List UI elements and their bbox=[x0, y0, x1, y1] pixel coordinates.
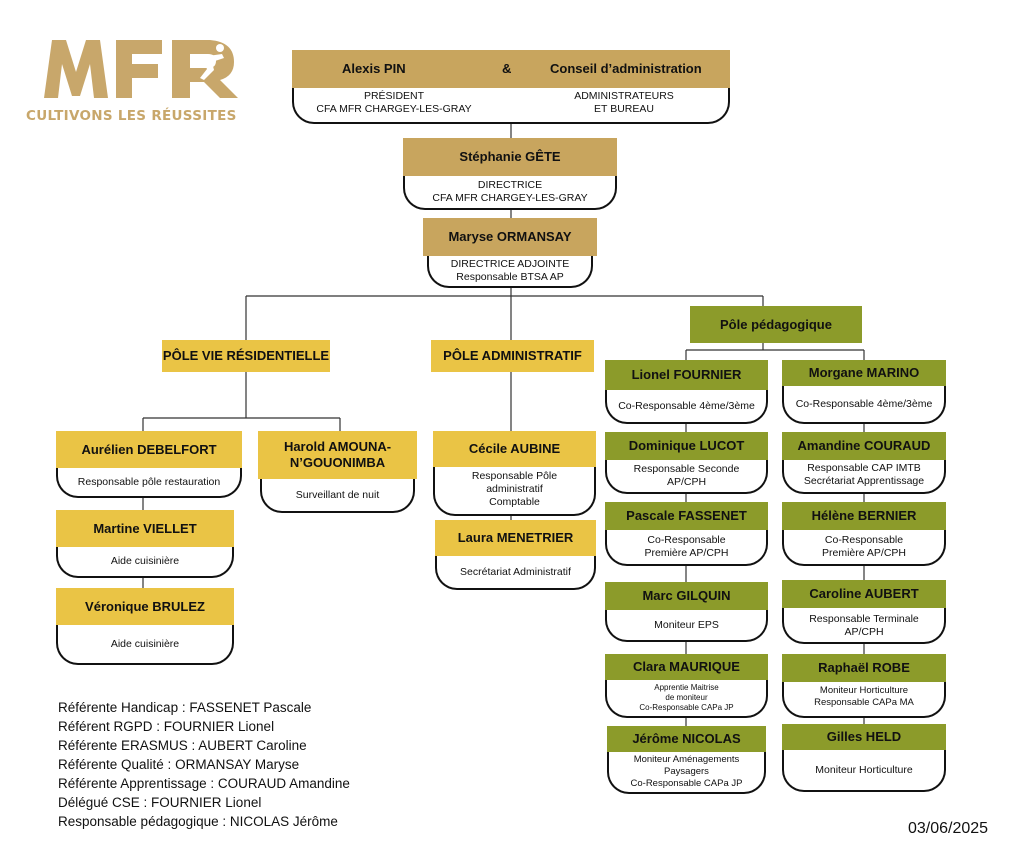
person-name: Morgane MARINO bbox=[782, 360, 946, 386]
referent-line: Référente Qualité : ORMANSAY Maryse bbox=[58, 757, 300, 772]
person-name: Gilles HELD bbox=[782, 724, 946, 750]
ampersand: & bbox=[502, 61, 512, 76]
person-name: Harold AMOUNA- N’GOUONIMBA bbox=[258, 431, 417, 479]
person-role: Secrétariat Administratif bbox=[435, 556, 596, 590]
person-role: Responsable Seconde AP/CPH bbox=[605, 460, 768, 494]
person-role: Moniteur Horticulture Responsable CAPa M… bbox=[782, 682, 946, 718]
pole-residential: PÔLE VIE RÉSIDENTIELLE bbox=[162, 340, 330, 372]
person-role: Co-Responsable Première AP/CPH bbox=[605, 530, 768, 566]
pole-admin: PÔLE ADMINISTRATIF bbox=[431, 340, 594, 372]
person-role: Responsable Terminale AP/CPH bbox=[782, 608, 946, 644]
president-role-line: PRÉSIDENT bbox=[363, 90, 425, 102]
person-role: Apprentie Maitrise de moniteur Co-Respon… bbox=[605, 680, 768, 718]
referent-line: Référente Apprentissage : COURAUD Amandi… bbox=[58, 776, 350, 791]
referent-line: Responsable pédagogique : NICOLAS Jérôme bbox=[58, 814, 338, 829]
person-role: Co-Responsable 4ème/3ème bbox=[605, 390, 768, 424]
person-name: Hélène BERNIER bbox=[782, 502, 946, 530]
director-header: Stéphanie GÊTE bbox=[403, 138, 617, 176]
person-role: Aide cuisinière bbox=[56, 547, 234, 578]
person-figure-icon bbox=[194, 44, 224, 80]
person-name: Cécile AUBINE bbox=[433, 431, 596, 467]
pole-pedagogique: Pôle pédagogique bbox=[690, 306, 862, 343]
director-org: CFA MFR CHARGEY-LES-GRAY bbox=[432, 192, 588, 204]
person-name: Martine VIELLET bbox=[56, 510, 234, 547]
person-role: Moniteur EPS bbox=[605, 610, 768, 642]
deputy-role: DIRECTRICE ADJOINTE bbox=[450, 258, 570, 270]
referent-line: Référente ERASMUS : AUBERT Caroline bbox=[58, 738, 307, 753]
president-org-line: CFA MFR CHARGEY-LES-GRAY bbox=[316, 103, 472, 115]
person-name: Jérôme NICOLAS bbox=[607, 726, 766, 752]
person-role: Aide cuisinière bbox=[56, 625, 234, 665]
board-sub-line: ET BUREAU bbox=[594, 103, 654, 115]
deputy-body: DIRECTRICE ADJOINTE Responsable BTSA AP bbox=[427, 256, 593, 288]
person-name: Laura MENETRIER bbox=[435, 520, 596, 556]
person-name: Lionel FOURNIER bbox=[605, 360, 768, 390]
referent-line: Référente Handicap : FASSENET Pascale bbox=[58, 700, 312, 715]
referent-line: Référent RGPD : FOURNIER Lionel bbox=[58, 719, 275, 734]
document-date: 03/06/2025 bbox=[908, 820, 989, 837]
president-name: Alexis PIN bbox=[342, 61, 406, 76]
person-name: Raphaël ROBE bbox=[782, 654, 946, 682]
mfr-logo bbox=[44, 40, 238, 98]
deputy-header: Maryse ORMANSAY bbox=[423, 218, 597, 256]
person-name: Clara MAURIQUE bbox=[605, 654, 768, 680]
person-name: Caroline AUBERT bbox=[782, 580, 946, 608]
person-role: Responsable CAP IMTB Secrétariat Apprent… bbox=[782, 460, 946, 494]
deputy-responsibility: Responsable BTSA AP bbox=[456, 271, 564, 283]
top-card-body: PRÉSIDENT CFA MFR CHARGEY-LES-GRAY ADMIN… bbox=[292, 88, 730, 124]
board-role-line: ADMINISTRATEURS bbox=[574, 90, 674, 102]
person-name: Marc GILQUIN bbox=[605, 582, 768, 610]
person-role: Co-Responsable 4ème/3ème bbox=[782, 386, 946, 424]
board-title: ADMINISTRATEURS ET BUREAU bbox=[524, 90, 724, 116]
referents-list: Référente Handicap : FASSENET Pascale Ré… bbox=[58, 698, 350, 831]
person-name: Véronique BRULEZ bbox=[56, 588, 234, 625]
top-header: Alexis PIN & Conseil d’administration bbox=[292, 50, 730, 88]
person-name: Pascale FASSENET bbox=[605, 502, 768, 530]
person-role: Surveillant de nuit bbox=[260, 479, 415, 513]
person-role: Moniteur Horticulture bbox=[782, 750, 946, 792]
person-role: Responsable pôle restauration bbox=[56, 468, 242, 498]
person-role: Responsable Pôle administratif Comptable bbox=[433, 467, 596, 516]
board-name: Conseil d’administration bbox=[550, 61, 702, 76]
referent-line: Délégué CSE : FOURNIER Lionel bbox=[58, 795, 262, 810]
person-role: Moniteur Aménagements Paysagers Co-Respo… bbox=[607, 752, 766, 794]
person-role: Co-Responsable Première AP/CPH bbox=[782, 530, 946, 566]
person-name: Amandine COURAUD bbox=[782, 432, 946, 460]
logo-tagline: CULTIVONS LES RÉUSSITES bbox=[26, 108, 237, 124]
director-body: DIRECTRICE CFA MFR CHARGEY-LES-GRAY bbox=[403, 176, 617, 210]
president-title: PRÉSIDENT CFA MFR CHARGEY-LES-GRAY bbox=[294, 90, 494, 116]
director-role: DIRECTRICE bbox=[477, 179, 543, 191]
person-name: Aurélien DEBELFORT bbox=[56, 431, 242, 468]
person-name: Dominique LUCOT bbox=[605, 432, 768, 460]
